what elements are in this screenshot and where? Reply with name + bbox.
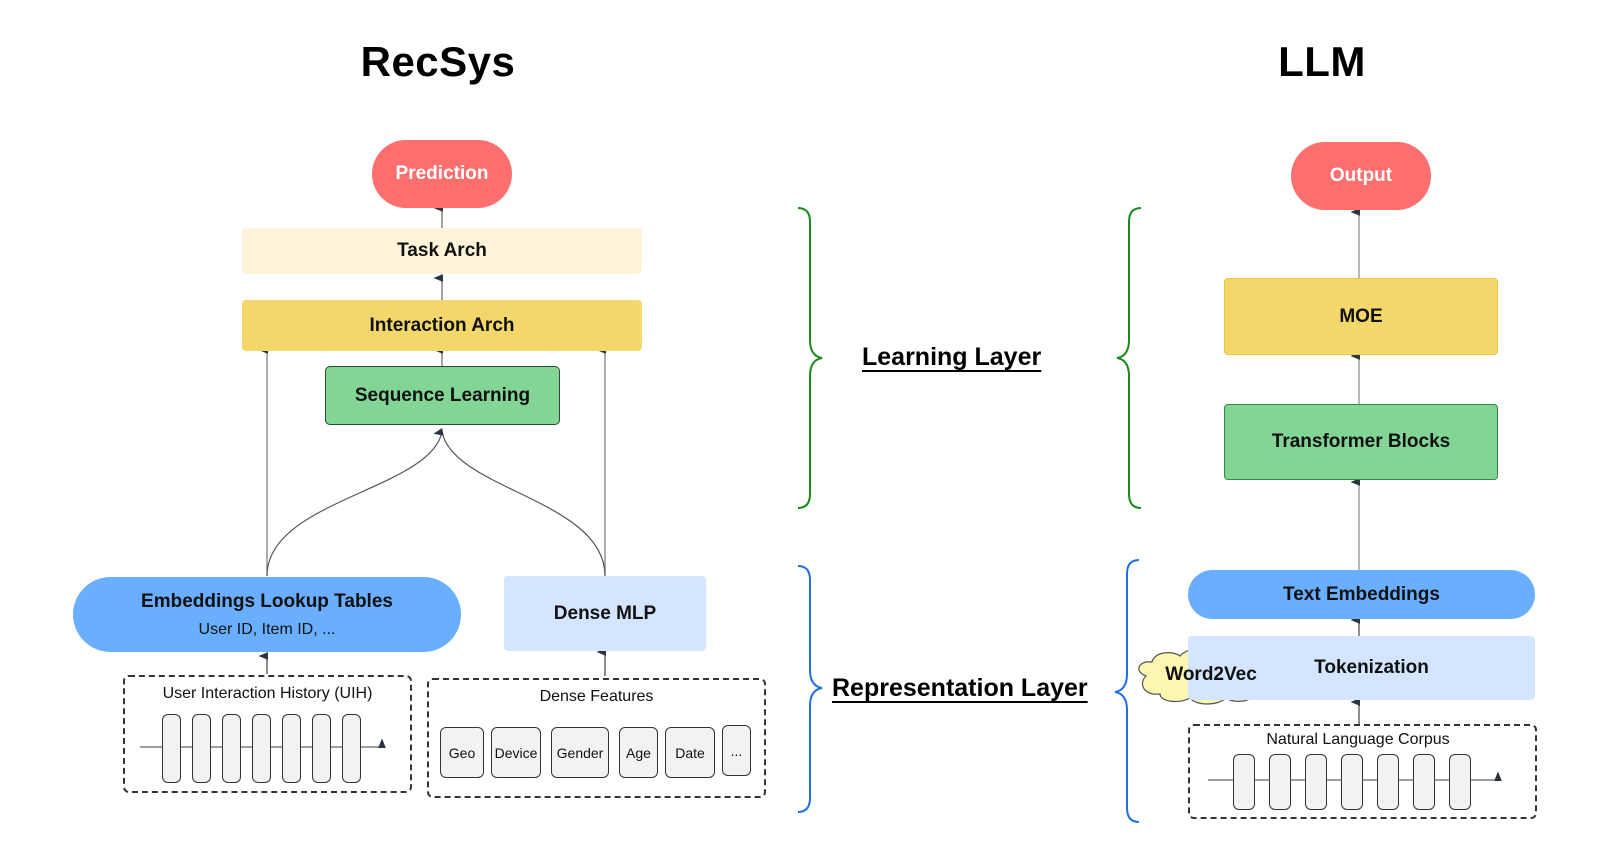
learning-bracket-right [1116, 207, 1142, 509]
corpus-token [1269, 754, 1291, 810]
embeddings-title: Embeddings Lookup Tables [141, 590, 393, 612]
dense-mlp-node: Dense MLP [504, 576, 706, 651]
llm-title: LLM [1278, 38, 1366, 85]
representation-bracket-right [1114, 559, 1140, 823]
uih-token [312, 714, 331, 783]
corpus-token [1377, 754, 1399, 810]
feature-more: ... [722, 725, 751, 776]
output-node: Output [1291, 142, 1431, 210]
representation-layer-label: Representation Layer [832, 674, 1088, 702]
feature-age: Age [619, 727, 658, 778]
uih-token [342, 714, 361, 783]
feature-date: Date [665, 727, 715, 778]
corpus-label: Natural Language Corpus [1266, 731, 1450, 748]
task-arch-node: Task Arch [242, 228, 642, 274]
uih-token [192, 714, 211, 783]
moe-node: MOE [1224, 278, 1498, 355]
prediction-node: Prediction [372, 140, 512, 208]
interaction-arch-node: Interaction Arch [242, 300, 642, 351]
uih-token [252, 714, 271, 783]
uih-label: User Interaction History (UIH) [162, 685, 373, 702]
text-embeddings-node: Text Embeddings [1188, 570, 1535, 619]
uih-token [282, 714, 301, 783]
embeddings-subtitle: User ID, Item ID, ... [198, 620, 336, 638]
corpus-group [1188, 724, 1537, 819]
dense-features-label: Dense Features [539, 688, 654, 705]
word2vec-label: Word2Vec [1165, 664, 1257, 685]
learning-bracket-left [797, 207, 823, 509]
dense-features-group [427, 678, 766, 798]
corpus-token [1449, 754, 1471, 810]
curve-embeddings-to-sequence [266, 431, 443, 577]
uih-token [162, 714, 181, 783]
embeddings-lookup-node: Embeddings Lookup Tables User ID, Item I… [73, 577, 461, 652]
feature-device: Device [491, 727, 541, 778]
feature-geo: Geo [440, 727, 484, 778]
curve-densemlp-to-sequence [433, 428, 606, 577]
uih-group [123, 675, 412, 793]
corpus-token [1413, 754, 1435, 810]
tokenization-node: Tokenization [1188, 636, 1535, 700]
corpus-token [1305, 754, 1327, 810]
recsys-title: RecSys [360, 38, 516, 85]
corpus-token [1341, 754, 1363, 810]
representation-bracket-left [797, 565, 823, 813]
feature-gender: Gender [551, 727, 609, 778]
corpus-token [1233, 754, 1255, 810]
transformer-blocks-node: Transformer Blocks [1224, 404, 1498, 480]
uih-token [222, 714, 241, 783]
learning-layer-label: Learning Layer [862, 343, 1042, 371]
sequence-learning-node: Sequence Learning [325, 366, 560, 425]
